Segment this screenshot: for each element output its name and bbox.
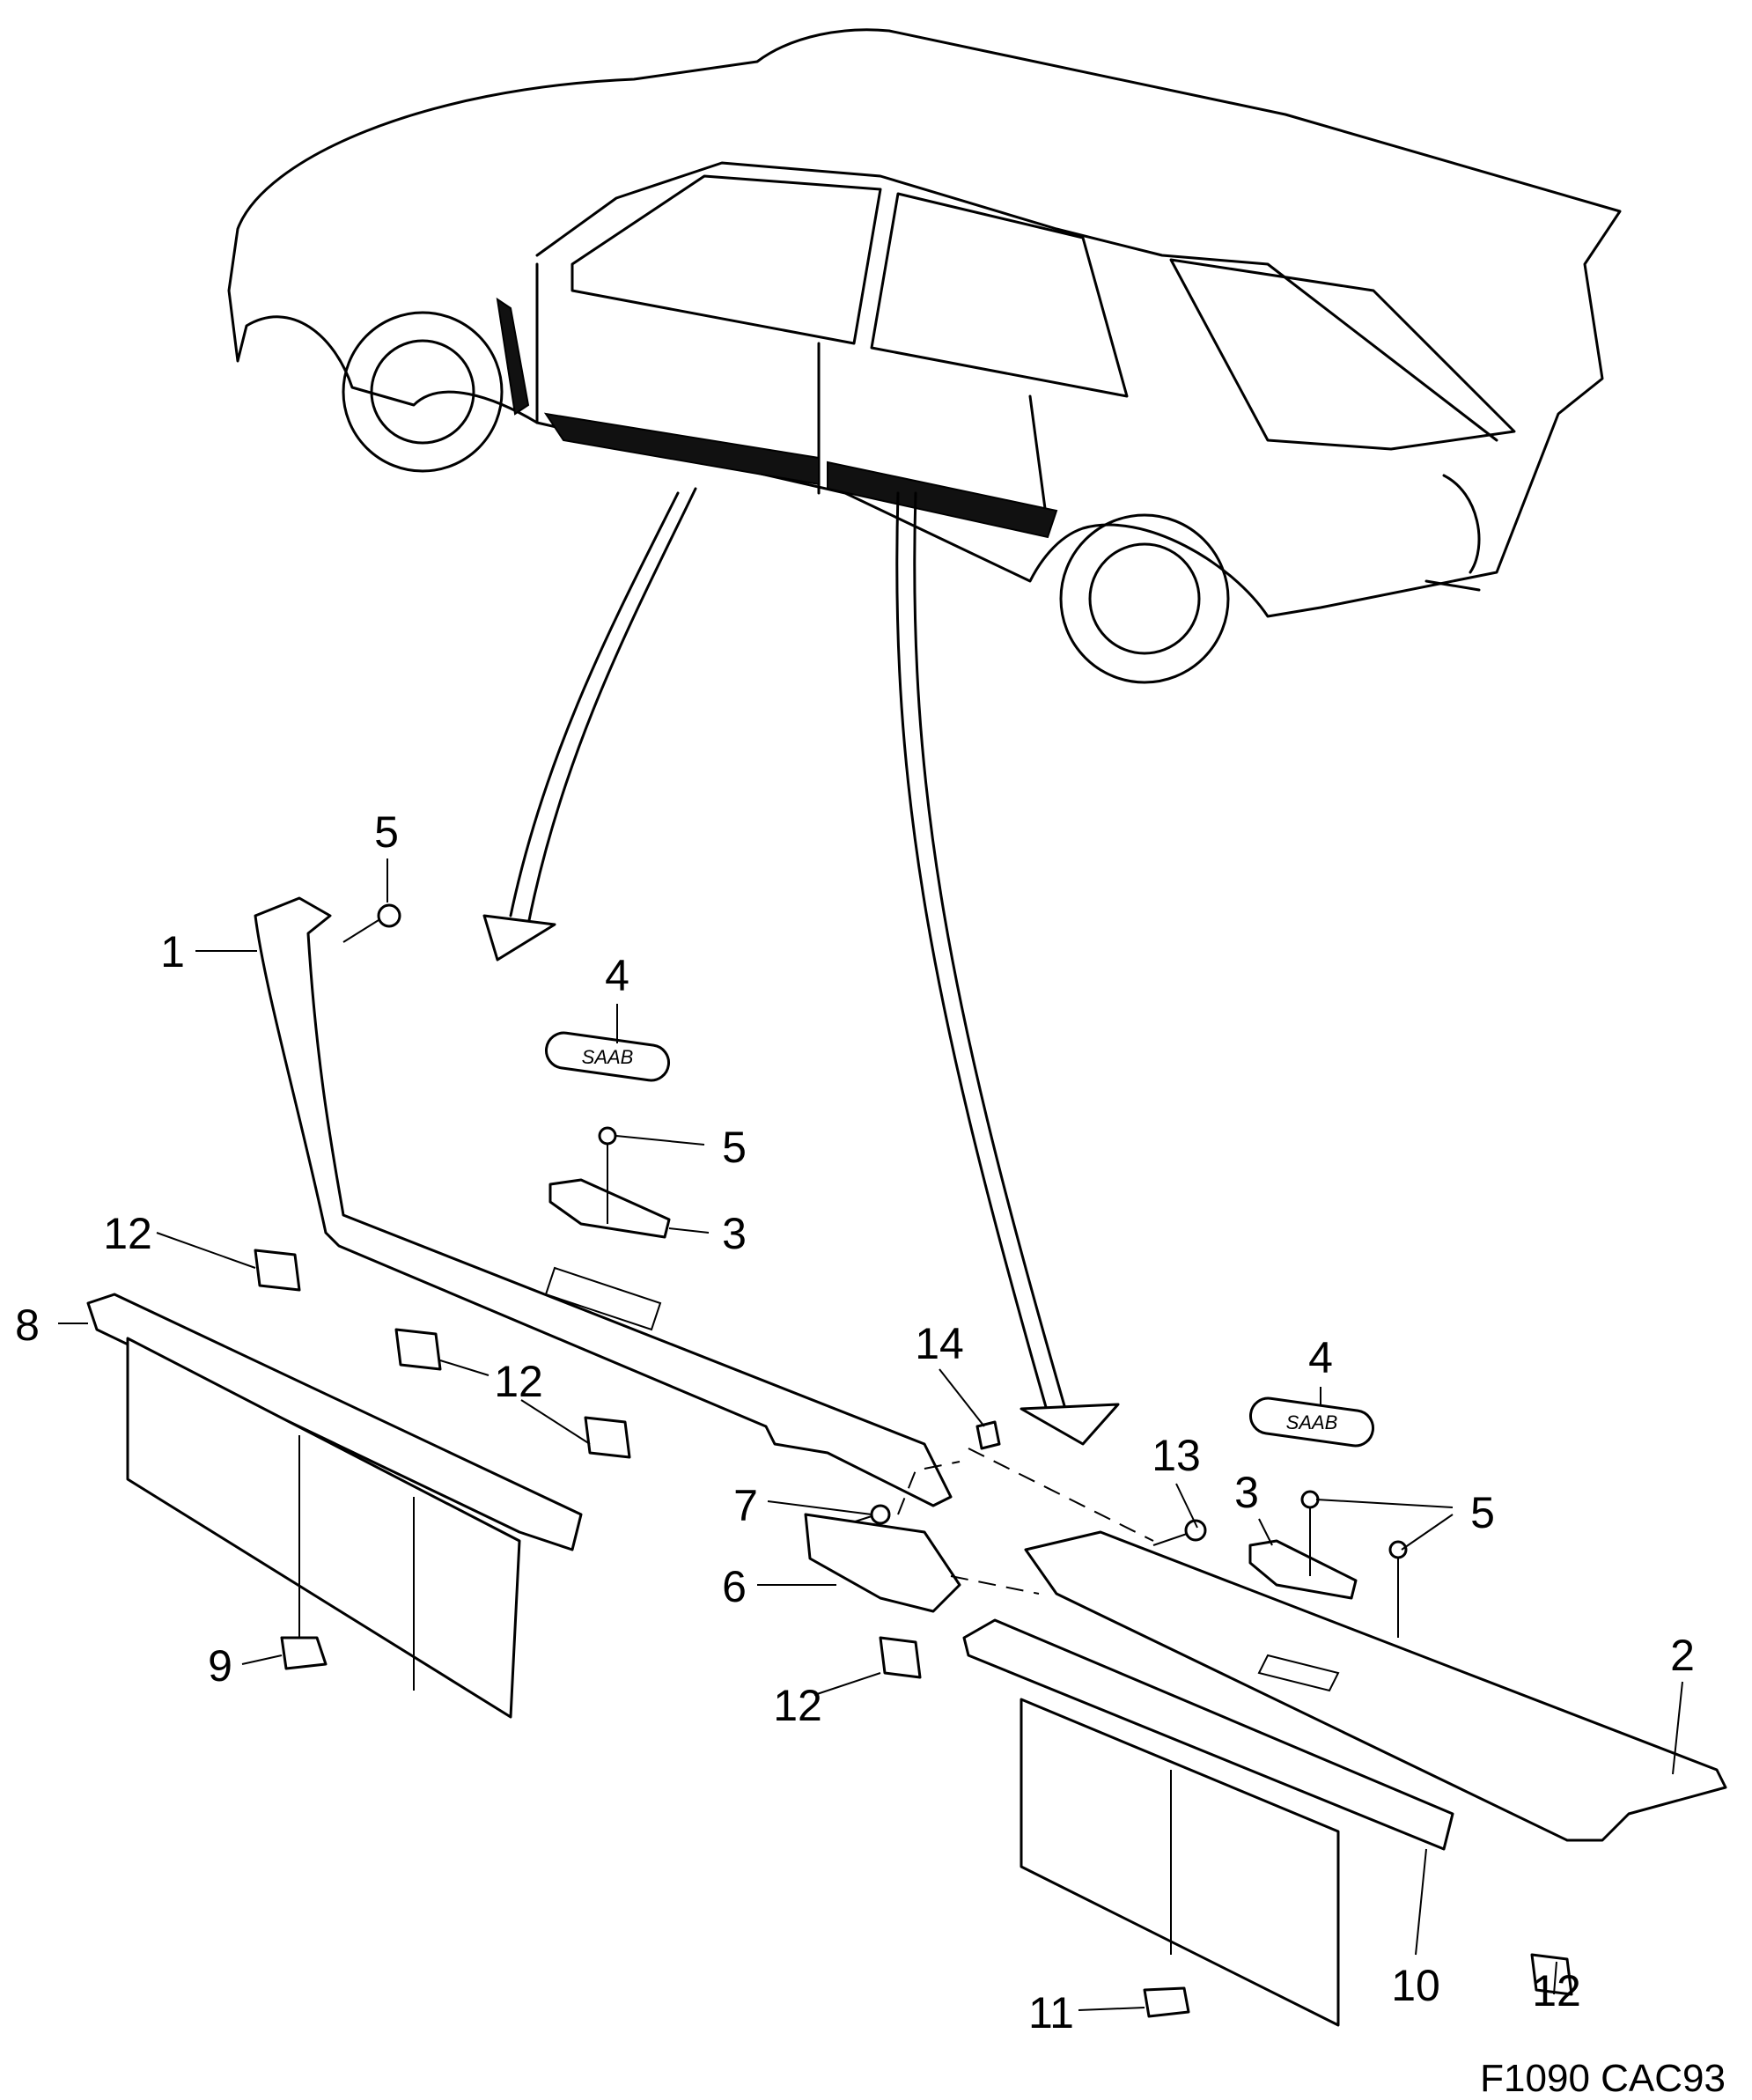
rear-scuff-plate (962, 1618, 1454, 2027)
callout-14: 14 (915, 1319, 964, 1368)
callout-4: 4 (605, 951, 629, 1000)
callout-12: 12 (1532, 1966, 1581, 2015)
leader-lines (58, 858, 1683, 2011)
car-illustration (227, 28, 1622, 684)
svg-text:SAAB: SAAB (582, 1046, 634, 1068)
callout-3: 3 (1234, 1468, 1259, 1517)
callout-8: 8 (15, 1301, 40, 1350)
callout-11: 11 (1028, 1988, 1074, 2037)
callout-1: 1 (160, 927, 185, 976)
figure-code: F1090 CAC93 (1480, 2057, 1726, 2100)
pointer-arrows (482, 487, 1120, 1446)
saab-badge-rear: SAAB (1248, 1396, 1375, 1448)
callout-12: 12 (773, 1681, 822, 1730)
callout-5: 5 (1470, 1488, 1495, 1537)
callout-9: 9 (208, 1641, 232, 1691)
callout-3: 3 (722, 1209, 747, 1258)
callout-12: 12 (103, 1209, 152, 1258)
callout-10: 10 (1391, 1961, 1440, 2010)
rear-sill-trim (1024, 1530, 1727, 1842)
small-parts (254, 903, 1573, 2018)
saab-badge-front: SAAB (544, 1031, 671, 1082)
callout-2: 2 (1670, 1631, 1695, 1680)
front-sill-trim (254, 896, 953, 1507)
svg-text:SAAB: SAAB (1286, 1411, 1338, 1433)
callout-5: 5 (374, 807, 399, 857)
callout-6: 6 (722, 1562, 747, 1611)
callout-labels: 5 1 4 5 3 12 8 12 14 4 13 3 5 7 6 9 12 2… (15, 807, 1695, 2037)
callout-13: 13 (1152, 1431, 1201, 1480)
callout-7: 7 (733, 1481, 758, 1530)
front-scuff-plate (86, 1293, 583, 1719)
callout-5: 5 (722, 1123, 747, 1172)
callout-4: 4 (1308, 1333, 1333, 1382)
callout-12: 12 (494, 1357, 543, 1406)
